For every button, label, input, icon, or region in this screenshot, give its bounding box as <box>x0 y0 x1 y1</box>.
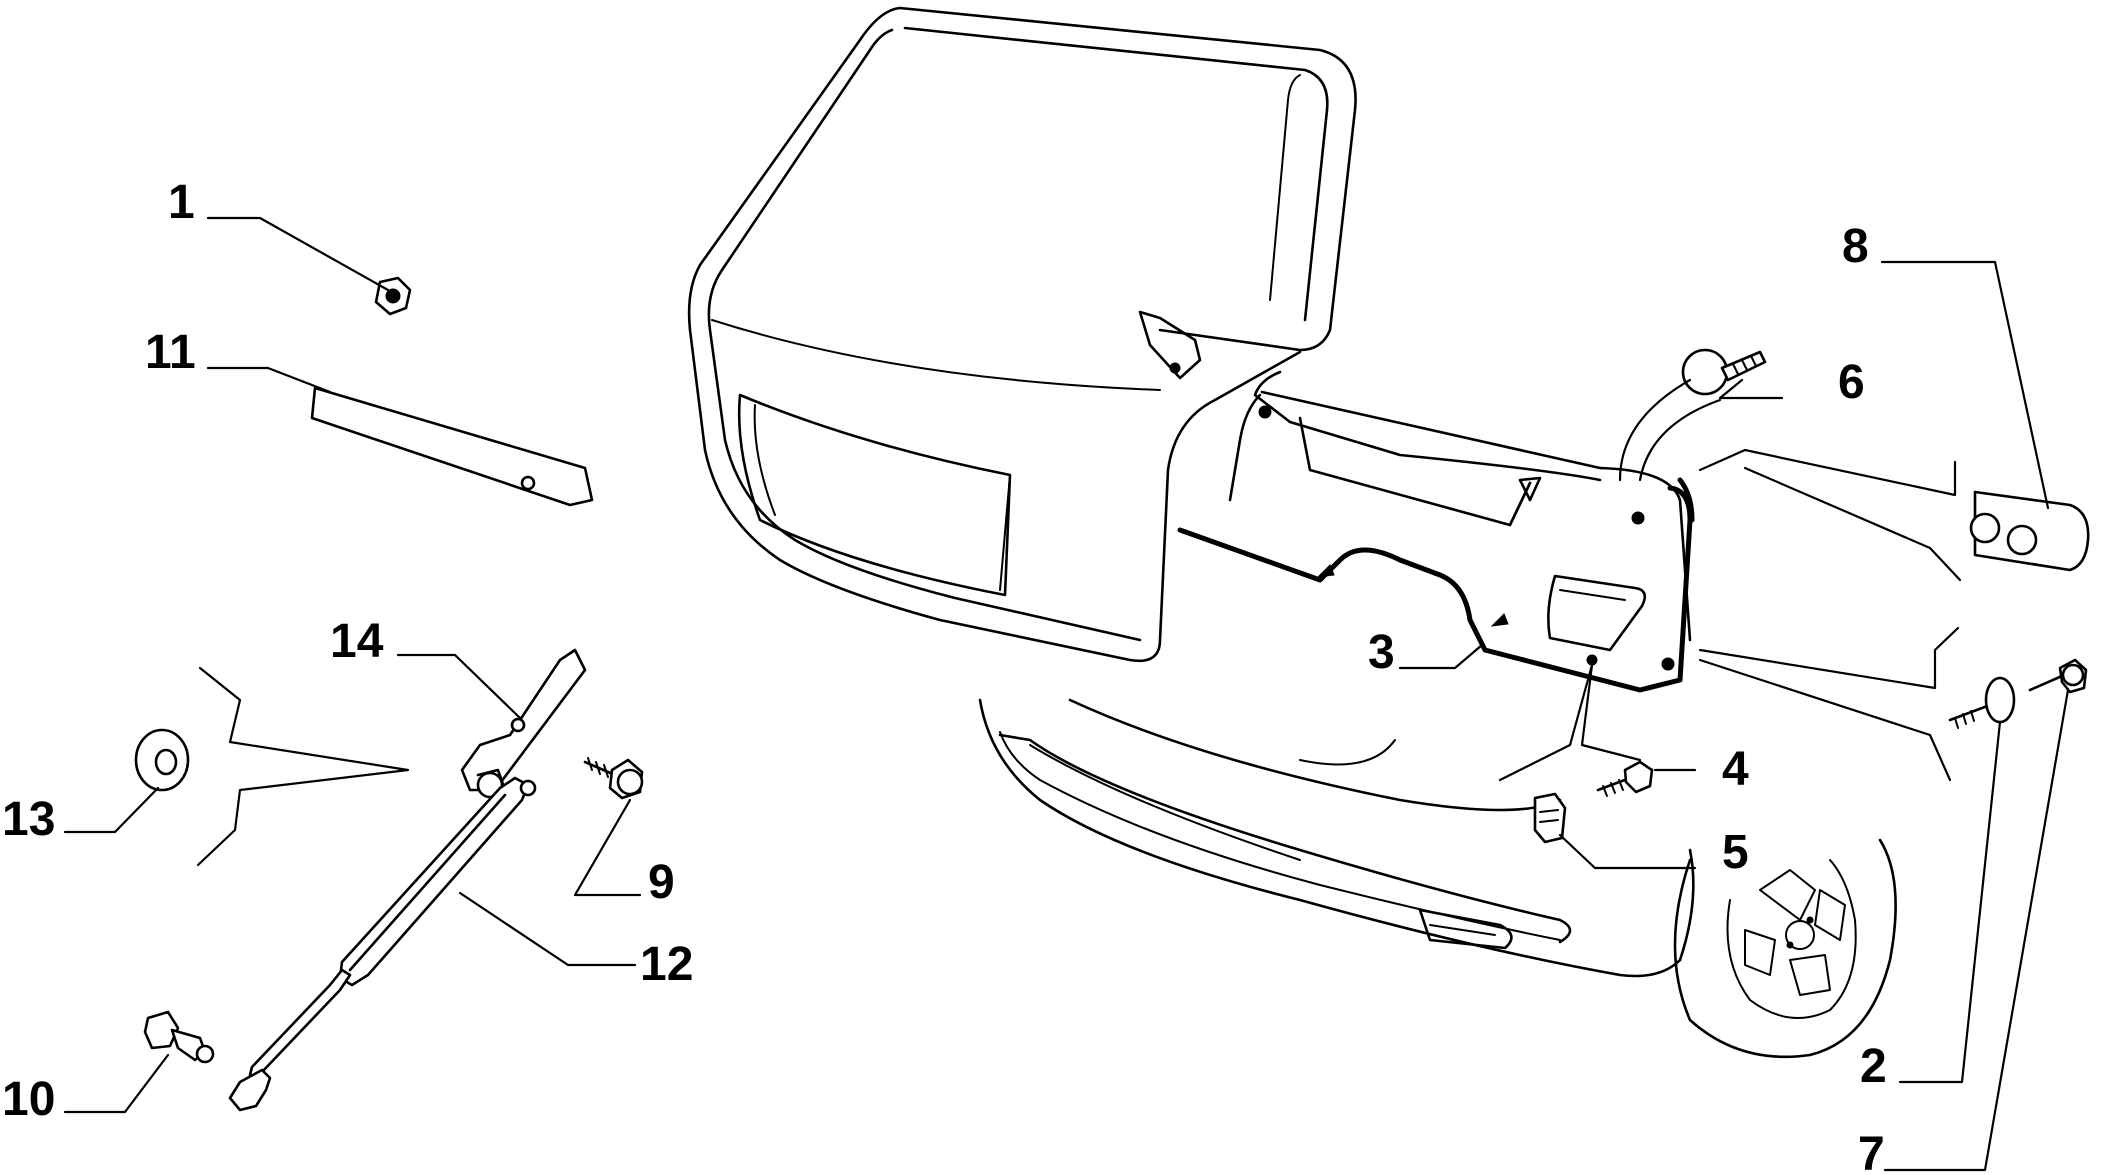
part-11-trim-strip <box>310 386 594 507</box>
callout-13: 13 <box>2 793 55 846</box>
callout-3: 3 <box>1368 626 1395 679</box>
callout-1: 1 <box>168 176 195 229</box>
callout-6: 6 <box>1838 356 1865 409</box>
part-7-screw <box>2028 658 2088 694</box>
callout-9: 9 <box>648 856 675 909</box>
callout-7: 7 <box>1858 1128 1885 1175</box>
leader-lines <box>63 216 2070 1172</box>
part-14-bracket <box>460 648 587 799</box>
callout-2: 2 <box>1860 1040 1887 1093</box>
part-9-bolt <box>583 757 644 800</box>
part-4-screw <box>1596 760 1654 797</box>
part-10-ball-stud <box>143 1010 215 1064</box>
rear-bumper <box>978 698 1897 1059</box>
callout-4: 4 <box>1722 743 1749 796</box>
tailgate-assembly <box>687 6 1357 663</box>
callout-11: 11 <box>145 326 196 379</box>
part-2-buffer-screw <box>1948 676 2016 729</box>
part-13-washer <box>134 728 190 792</box>
callout-5: 5 <box>1722 826 1749 879</box>
callout-14: 14 <box>330 615 384 668</box>
part-1-nut <box>374 276 412 316</box>
callout-10: 10 <box>2 1073 55 1126</box>
tailgate-inner-panel <box>1177 370 1695 693</box>
callout-labels: 1 2 3 4 5 6 7 8 9 10 11 12 13 14 <box>2 176 1887 1175</box>
callout-12: 12 <box>640 938 693 991</box>
callout-8: 8 <box>1842 220 1869 273</box>
part-12-gas-strut <box>228 776 537 1112</box>
part-5-clip-nut <box>1533 792 1567 844</box>
part-6-push-clip <box>1681 348 1767 396</box>
part-8-bumper-stop <box>1969 490 2090 572</box>
